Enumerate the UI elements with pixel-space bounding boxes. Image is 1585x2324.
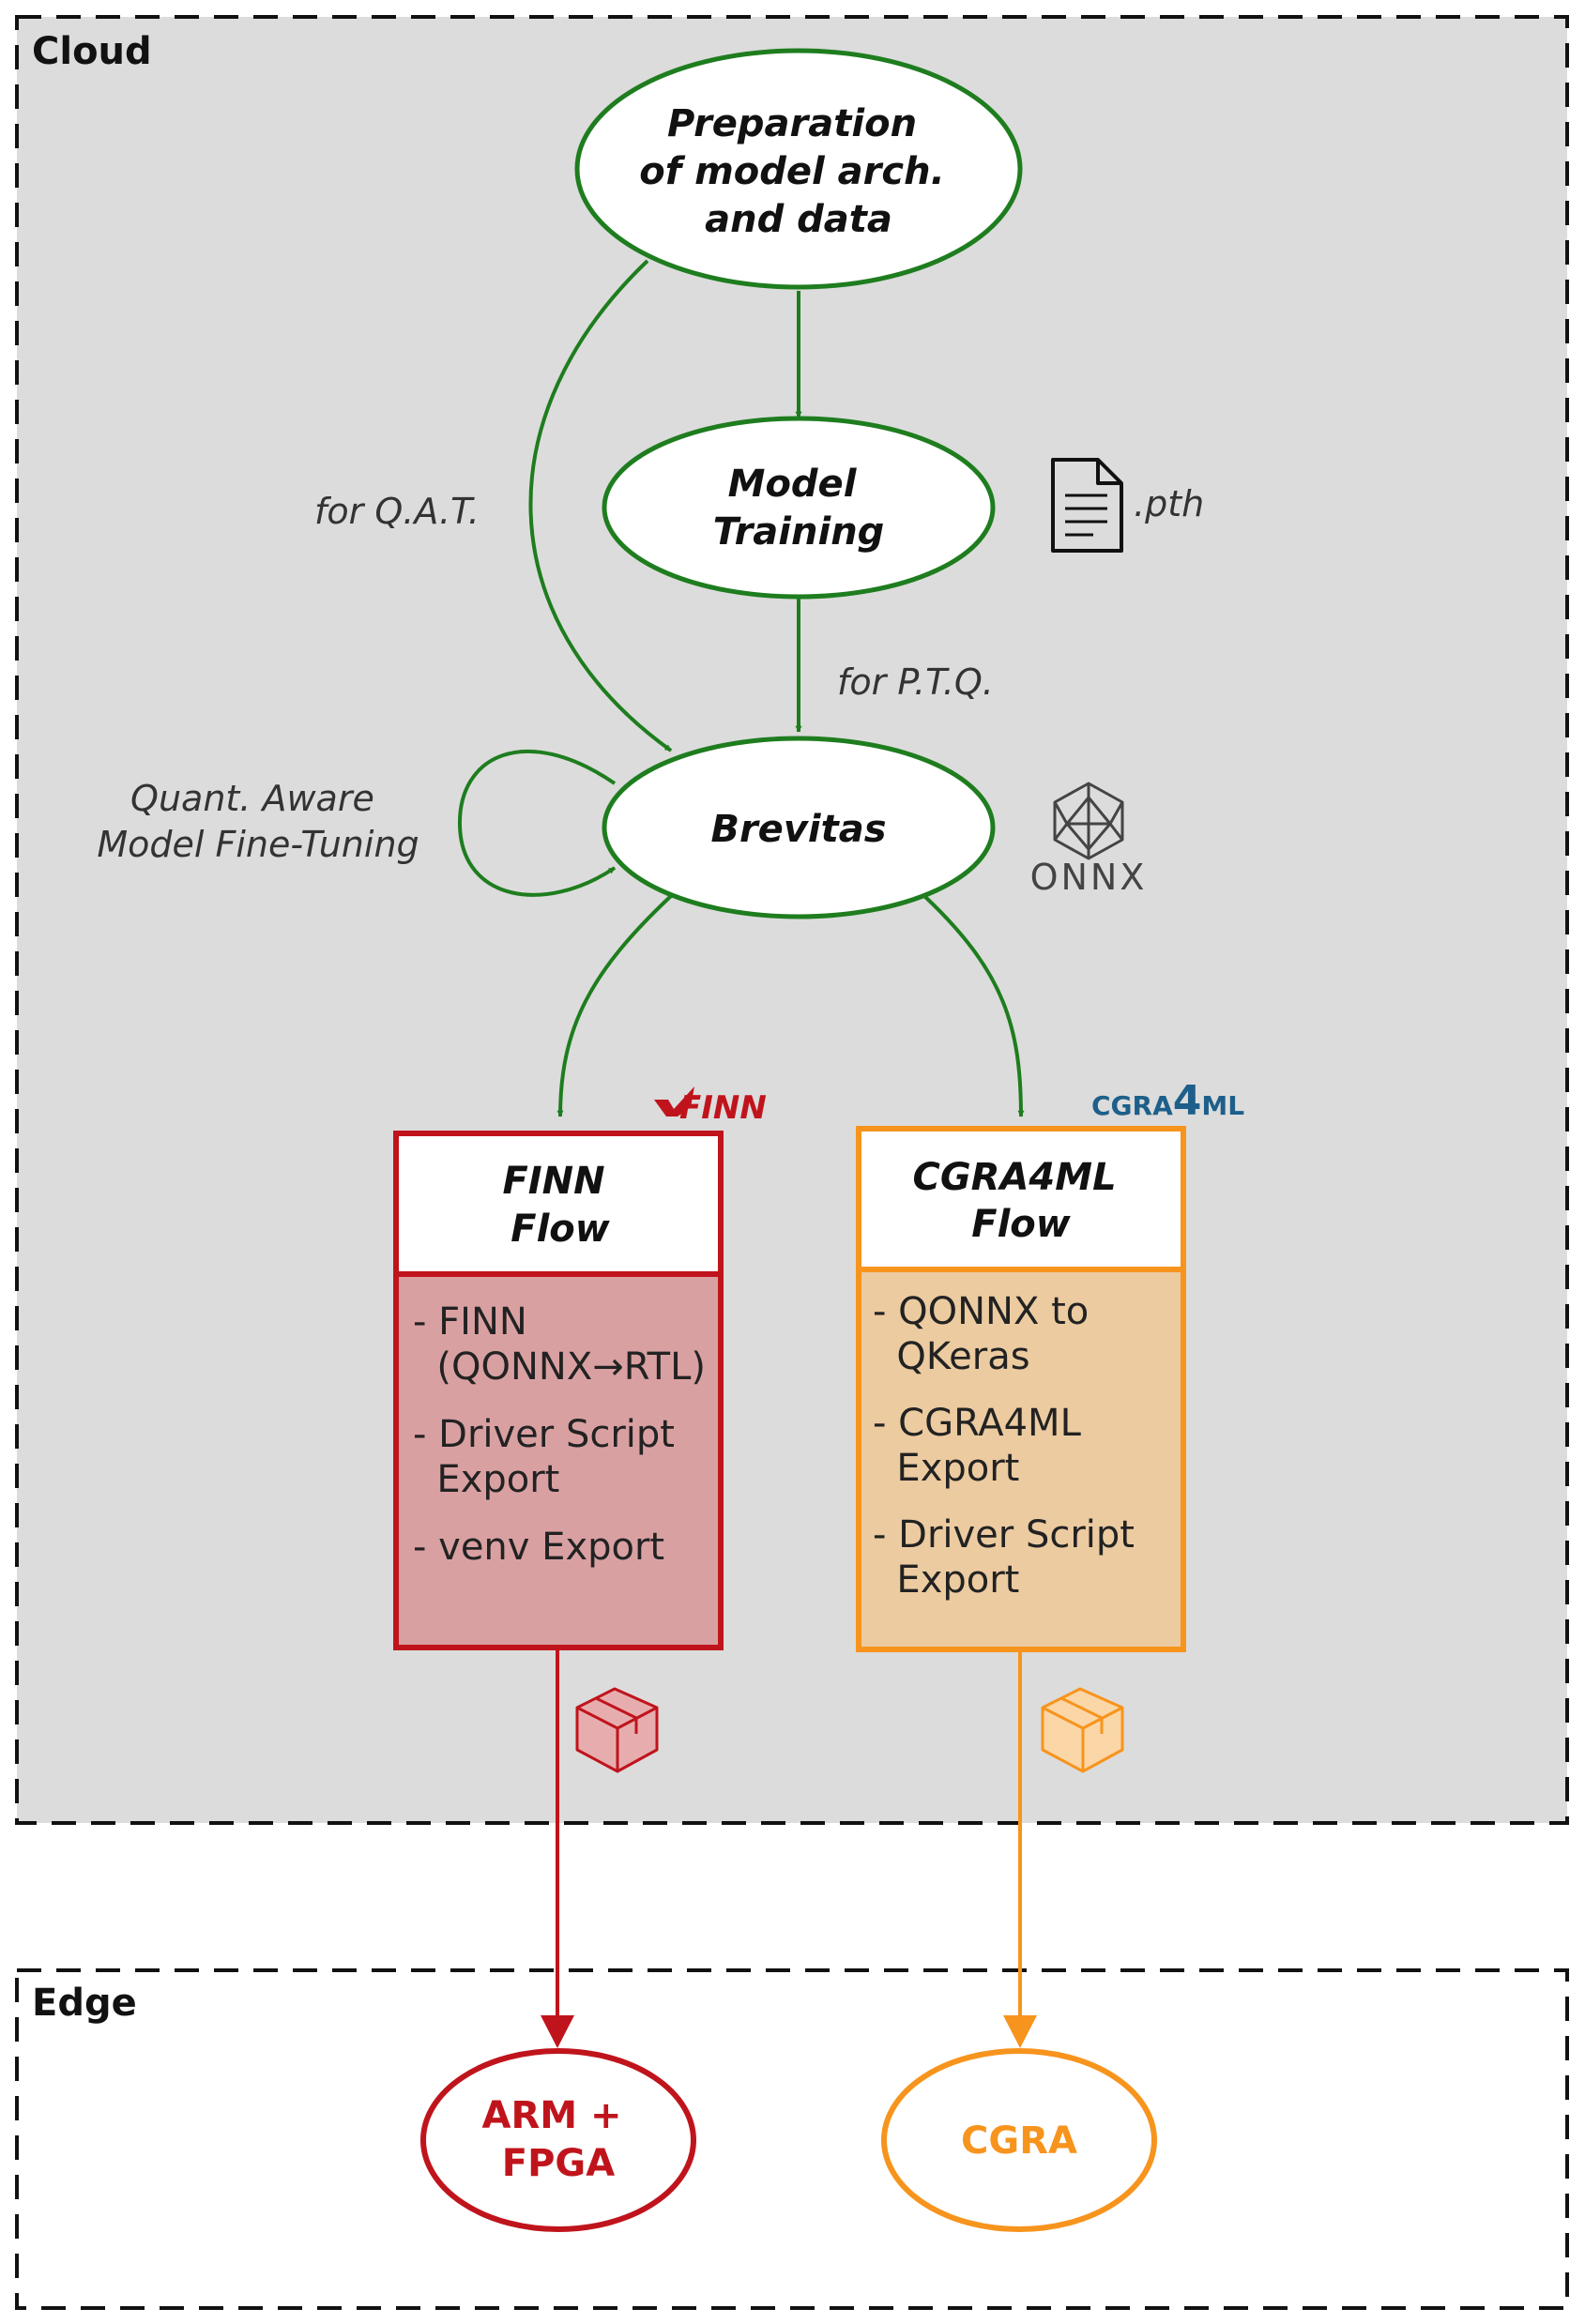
qat-label: for Q.A.T. [314, 491, 480, 532]
prep-node: Preparation of model arch. and data [574, 48, 1023, 290]
finn-logo: FINN [654, 1086, 767, 1127]
package-icon-cgra [1041, 1687, 1124, 1773]
arrow-brevitas-to-finn [556, 894, 673, 1117]
arrowhead-cgra [1003, 2015, 1037, 2048]
finn-item-3: - venv Export [0, 0, 724, 1569]
prep-node-label: Preparation of model arch. and data [639, 102, 957, 241]
training-node-label: Model Training [713, 463, 885, 554]
finn-item-2: - Driver Script Export [0, 0, 758, 1501]
finn-flow-title: FINN Flow [502, 1160, 617, 1251]
ptq-label: for P.T.Q. [837, 661, 994, 703]
training-node: Model Training [602, 416, 996, 600]
edge-connectors [541, 1650, 1037, 2048]
finn-item-1: - FINN (QONNX→RTL) [0, 0, 766, 1389]
fpga-target-label: ARM + FPGA [482, 2094, 635, 2185]
finn-flow-box: FINN Flow - FINN (QONNX→RTL) - Driver Sc… [0, 0, 766, 1650]
cgra4ml-item-3: - Driver Script Export [873, 1513, 1135, 1602]
cgra4ml-flow-box: CGRA4ML Flow - QONNX to QKeras - CGRA4ML… [0, 0, 1186, 1652]
finn-logo-icon [654, 1086, 694, 1116]
finetune-label: Quant. Aware Model Fine-Tuning [97, 778, 419, 865]
cgra-target-node: CGRA [881, 2048, 1157, 2232]
cgra4ml-item-1: - QONNX to QKeras [0, 0, 1172, 1378]
package-icon-finn [575, 1687, 659, 1773]
brevitas-node-label: Brevitas [710, 808, 886, 851]
onnx-icon [1053, 782, 1124, 860]
edge-region: Edge [15, 1968, 1569, 2310]
edge-region-label: Edge [32, 1982, 137, 2025]
cgra-target-label: CGRA [961, 2119, 1077, 2163]
arrowhead-fpga [541, 2015, 574, 2048]
svg-text:FINN: FINN [679, 1089, 767, 1127]
brevitas-node: Brevitas [602, 736, 996, 919]
arrow-brevitas-to-cgra4ml [922, 894, 1025, 1117]
cloud-region-label: Cloud [32, 30, 152, 73]
cgra4ml-flow-title: CGRA4ML Flow [912, 1156, 1129, 1246]
cgra4ml-logo: CGRA4ML [1091, 1077, 1244, 1125]
onnx-label: ONNX [1030, 857, 1148, 898]
pth-label: .pth [1134, 483, 1204, 524]
arrow-finetune-loop [457, 749, 617, 897]
green-connectors [457, 259, 1025, 1117]
fpga-target-node: ARM + FPGA [420, 2048, 696, 2232]
document-icon [1051, 458, 1123, 553]
cgra4ml-item-2: - CGRA4ML Export [0, 0, 1165, 1490]
arrow-prep-to-brevitas-qat [528, 259, 673, 752]
cloud-region: Cloud [15, 15, 1569, 1825]
